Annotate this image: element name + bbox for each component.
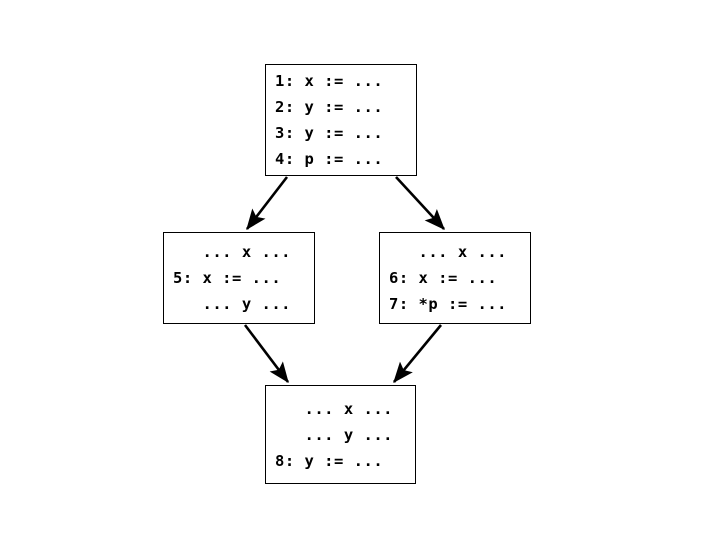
code-line: 1: x := ...: [275, 72, 384, 90]
code-line: 6: x := ...: [389, 269, 498, 287]
code-line: 4: p := ...: [275, 150, 384, 168]
code-line: ... y ...: [275, 425, 393, 444]
code-line: ... y ...: [173, 295, 291, 313]
left-branch-block[interactable]: ... x ... 5: x := ... ... y ...: [163, 232, 315, 324]
code-line: 5: x := ...: [173, 269, 282, 287]
entry-to-left-arrow: [245, 176, 289, 231]
code-line: ... x ...: [389, 243, 507, 261]
code-line: ... x ...: [275, 399, 393, 418]
right-to-merge-arrow: [392, 324, 443, 384]
code-line: ... x ...: [173, 243, 291, 261]
entry-block[interactable]: 1: x := ... 2: y := ... 3: y := ... 4: p…: [265, 64, 417, 176]
entry-to-right-arrow: [395, 176, 445, 230]
left-to-merge-arrow: [243, 324, 290, 384]
code-line: 7: *p := ...: [389, 295, 507, 313]
code-line: 2: y := ...: [275, 98, 384, 116]
merge-block[interactable]: ... x ... ... y ... 8: y := ...: [265, 385, 416, 484]
code-line: 3: y := ...: [275, 124, 384, 142]
right-branch-block[interactable]: ... x ... 6: x := ... 7: *p := ...: [379, 232, 531, 324]
code-line: 8: y := ...: [275, 451, 384, 470]
